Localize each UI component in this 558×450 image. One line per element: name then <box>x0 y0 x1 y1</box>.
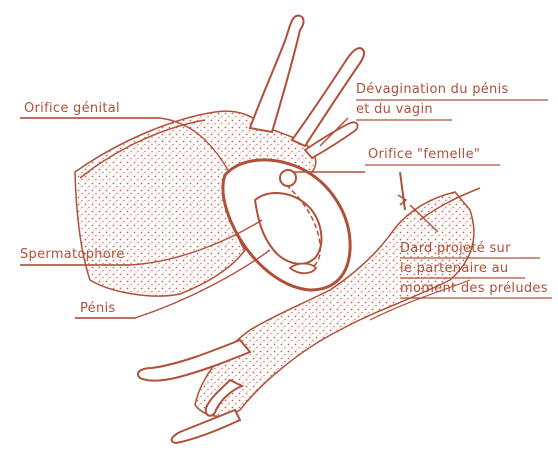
upper-left-tentacle <box>250 16 303 132</box>
lower-tentacle-3 <box>172 410 240 443</box>
label-orifice-genital: Orifice génital <box>24 101 120 116</box>
label-dard-1: Dard projeté sur <box>400 241 511 256</box>
label-dard-3: moment des préludes <box>400 281 548 296</box>
label-penis: Pénis <box>80 301 116 316</box>
label-devagination-2: et du vagin <box>356 102 433 117</box>
love-dart <box>398 172 406 210</box>
label-devagination-1: Dévagination du pénis <box>356 82 509 97</box>
genital-organ <box>223 160 350 290</box>
label-dard-2: le partenaire au <box>400 261 508 276</box>
label-spermatophore: Spermatophore <box>20 247 125 262</box>
label-orifice-femelle: Orifice "femelle" <box>368 147 480 162</box>
